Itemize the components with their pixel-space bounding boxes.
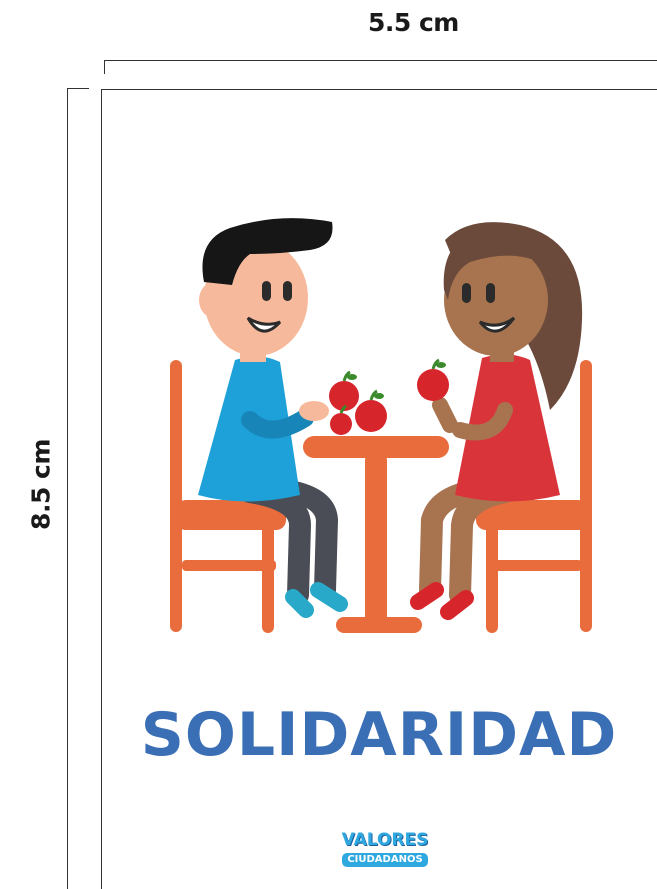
table — [303, 436, 449, 633]
height-dimension-tick — [67, 88, 89, 89]
apple-icon — [330, 404, 352, 435]
width-dimension-label: 5.5 cm — [368, 8, 459, 37]
right-chair — [476, 360, 592, 633]
girl — [410, 222, 583, 620]
logo-line-2: CIUDADANOS — [342, 853, 428, 867]
apples — [329, 358, 449, 435]
left-chair — [170, 360, 286, 633]
height-dimension-line — [67, 88, 68, 889]
apple-icon — [417, 358, 449, 401]
apple-icon — [329, 370, 359, 411]
boy — [198, 218, 348, 618]
apple-icon — [355, 389, 387, 432]
logo-line-1: VALORES — [341, 830, 429, 850]
width-dimension-tick — [104, 60, 105, 74]
flashcard — [101, 89, 657, 889]
card-title: SOLIDARIDAD — [140, 700, 618, 770]
valores-ciudadanos-logo: VALORES CIUDADANOS — [333, 832, 437, 867]
width-dimension-line — [104, 60, 657, 61]
